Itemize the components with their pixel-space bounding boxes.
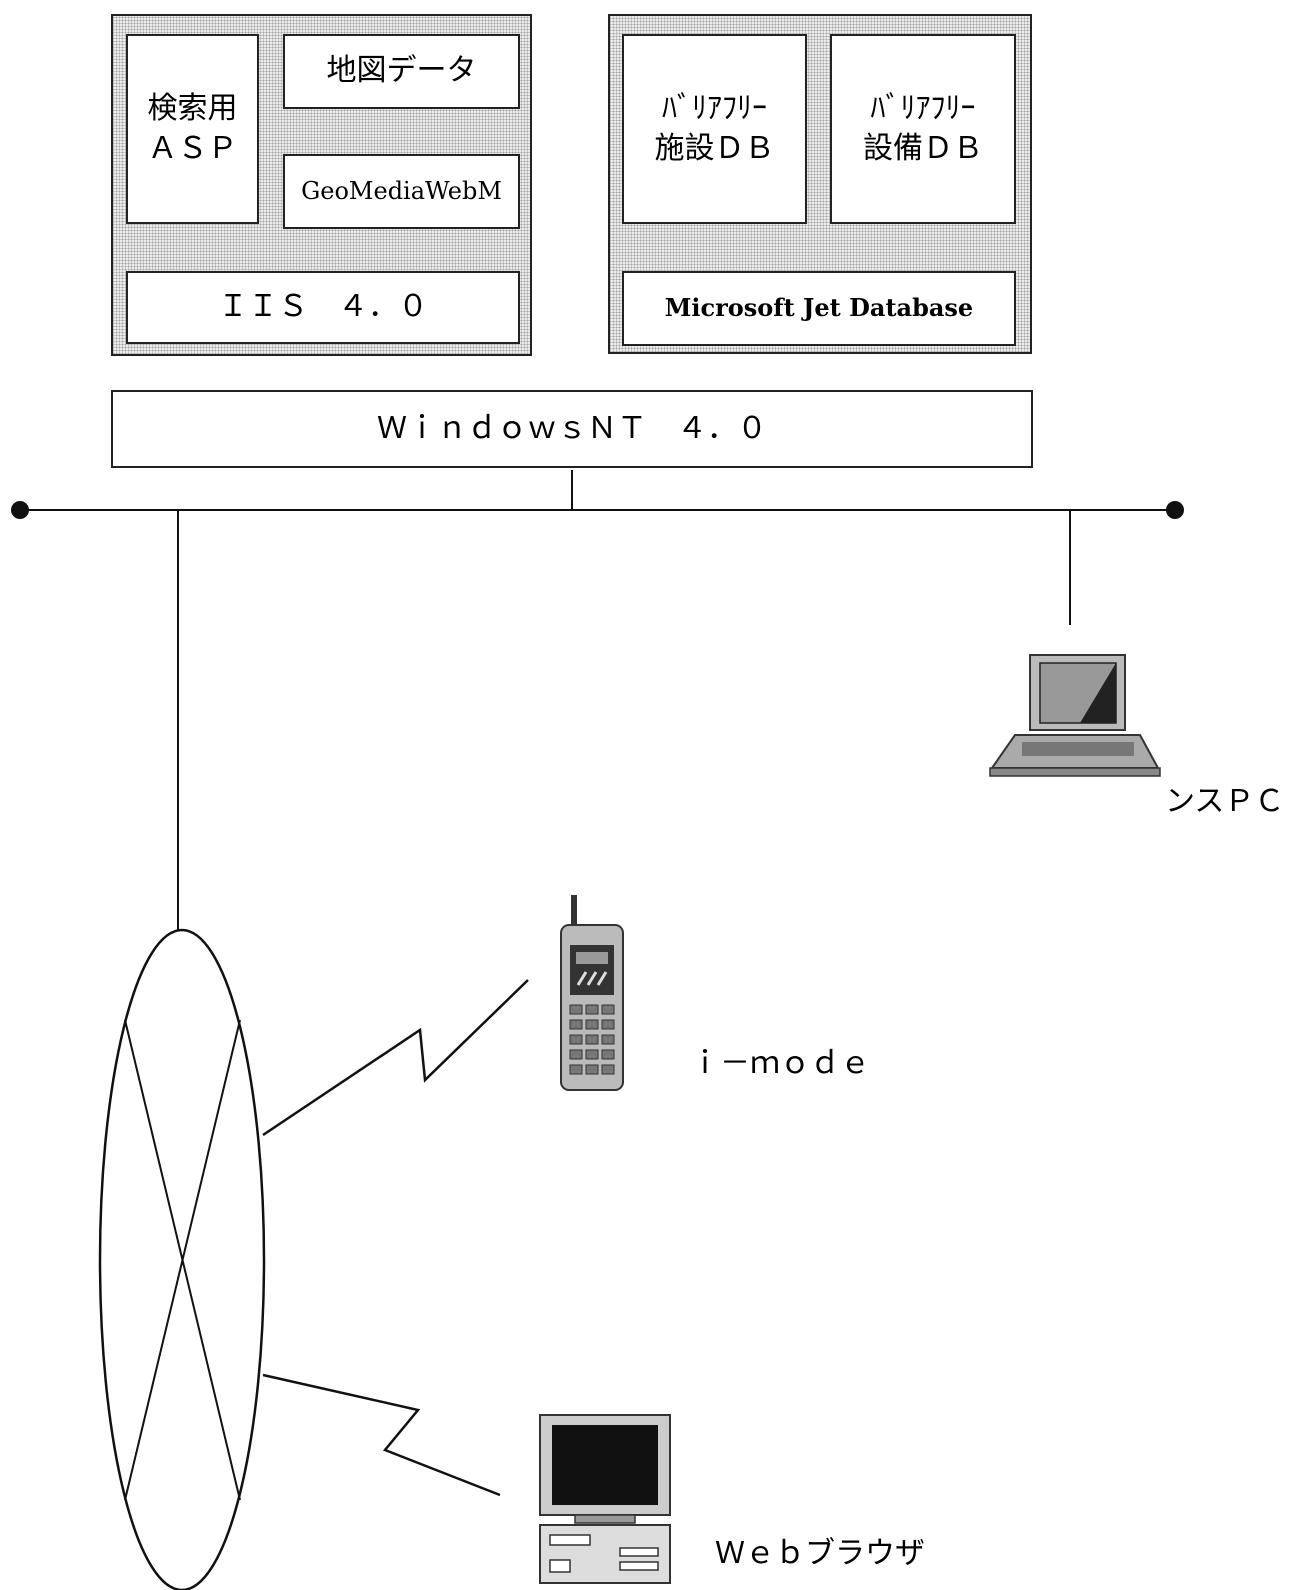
equipment-db-box: ﾊﾞﾘｱﾌﾘｰ 設備ＤＢ [830,34,1016,224]
maintenance-pc-label: ンスＰＣ [1165,776,1284,820]
jet-database-box: Microsoft Jet Database [622,271,1016,346]
wireless-link-web [263,1375,500,1495]
search-asp-box: 検索用 ＡＳＰ [126,34,259,224]
bus-end-right [1166,501,1184,519]
bus-end-left [11,501,29,519]
internet-cloud-icon [100,930,264,1590]
wireless-link-imode [263,980,528,1135]
windows-nt-box: ＷｉｎｄｏｗｓＮＴ ４．０ [111,390,1033,468]
desktop-pc-icon [540,1415,670,1583]
map-data-box: 地図データ [283,34,520,109]
imode-label: ｉ－ｍｏｄｅ [690,1038,870,1082]
web-browser-label: Ｗｅｂブラウザ [715,1528,925,1572]
laptop-icon [990,655,1160,776]
mobile-phone-icon [561,895,623,1090]
iis-box: ＩＩＳ ４．０ [126,271,520,344]
geomedia-box: GeoMediaWebM [283,154,520,229]
facility-db-box: ﾊﾞﾘｱﾌﾘｰ 施設ＤＢ [622,34,807,224]
